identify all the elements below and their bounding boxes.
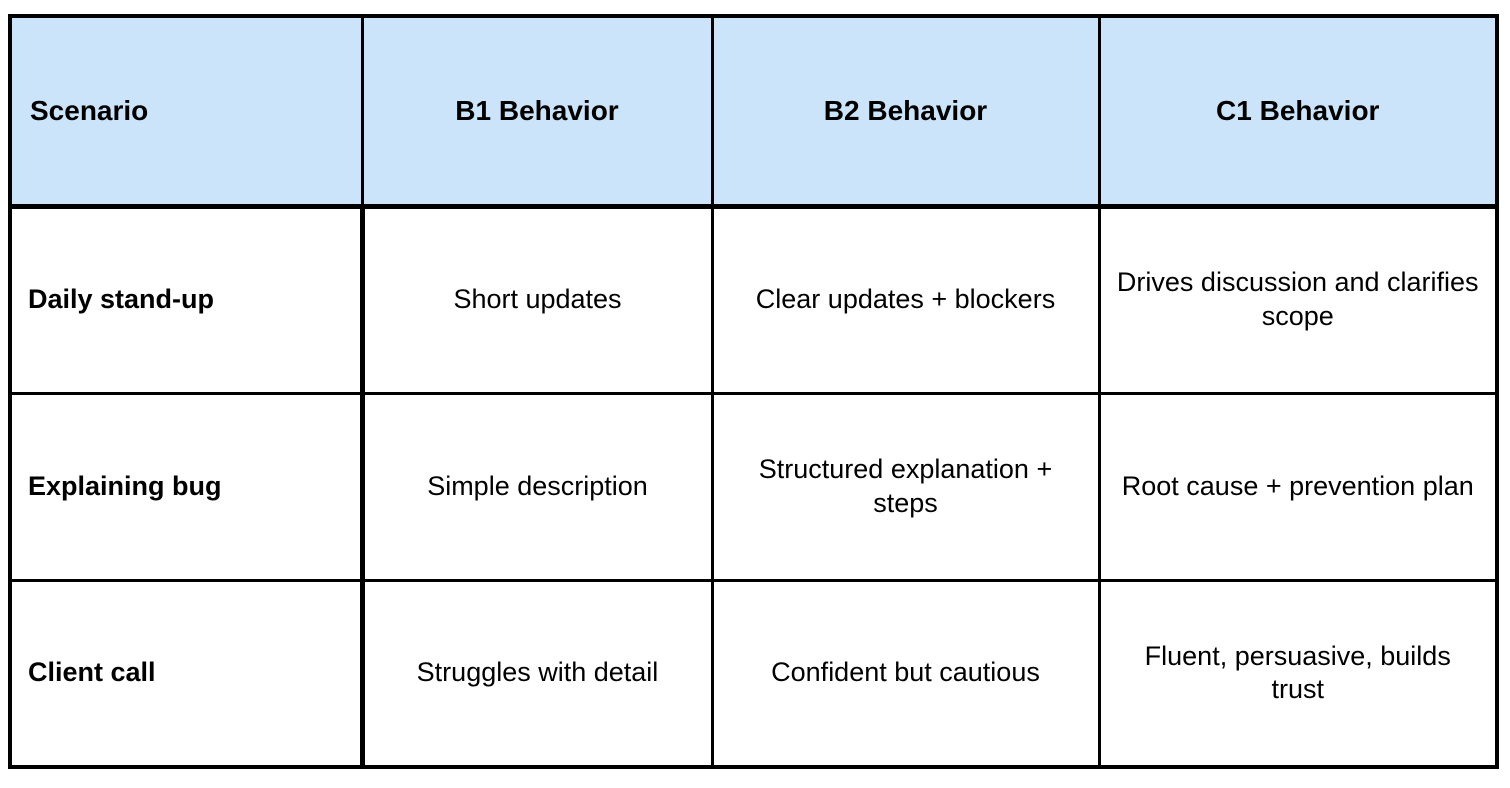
cell-scenario: Client call — [10, 580, 365, 767]
cell-scenario: Daily stand-up — [10, 206, 365, 395]
table-body: Daily stand-up Short updates Clear updat… — [10, 206, 1497, 767]
cell-b2-behavior: Confident but cautious — [712, 580, 1101, 767]
table-header-row: Scenario B1 Behavior B2 Behavior C1 Beha… — [10, 16, 1497, 209]
cell-b2-behavior: Clear updates + blockers — [712, 206, 1101, 395]
table-row: Client call Struggles with detail Confid… — [10, 580, 1497, 767]
cell-c1-behavior: Fluent, persuasive, builds trust — [1144, 640, 1451, 705]
scenario-behavior-table: Scenario B1 Behavior B2 Behavior C1 Beha… — [8, 14, 1499, 769]
column-header-c1-behavior: C1 Behavior — [1099, 16, 1497, 209]
cell-b1-behavior: Simple description — [362, 393, 714, 582]
cell-c1-behavior: Drives discussion and clarifies scope — [1099, 206, 1497, 395]
table-row: Daily stand-up Short updates Clear updat… — [10, 206, 1497, 395]
column-header-b1-behavior: B1 Behavior — [362, 16, 714, 209]
table-header: Scenario B1 Behavior B2 Behavior C1 Beha… — [10, 16, 1497, 209]
cell-b1-behavior: Struggles with detail — [362, 580, 714, 767]
cell-c1-behavior: Root cause + prevention plan — [1099, 393, 1497, 582]
comparison-table-container: Scenario B1 Behavior B2 Behavior C1 Beha… — [8, 14, 1499, 769]
column-header-b2-behavior: B2 Behavior — [712, 16, 1101, 209]
cell-b2-behavior: Structured explanation + steps — [712, 393, 1101, 582]
cell-b1-behavior: Short updates — [362, 206, 714, 395]
cell-scenario: Explaining bug — [10, 393, 365, 582]
column-header-scenario: Scenario — [10, 16, 364, 209]
table-row: Explaining bug Simple description Struct… — [10, 393, 1497, 582]
